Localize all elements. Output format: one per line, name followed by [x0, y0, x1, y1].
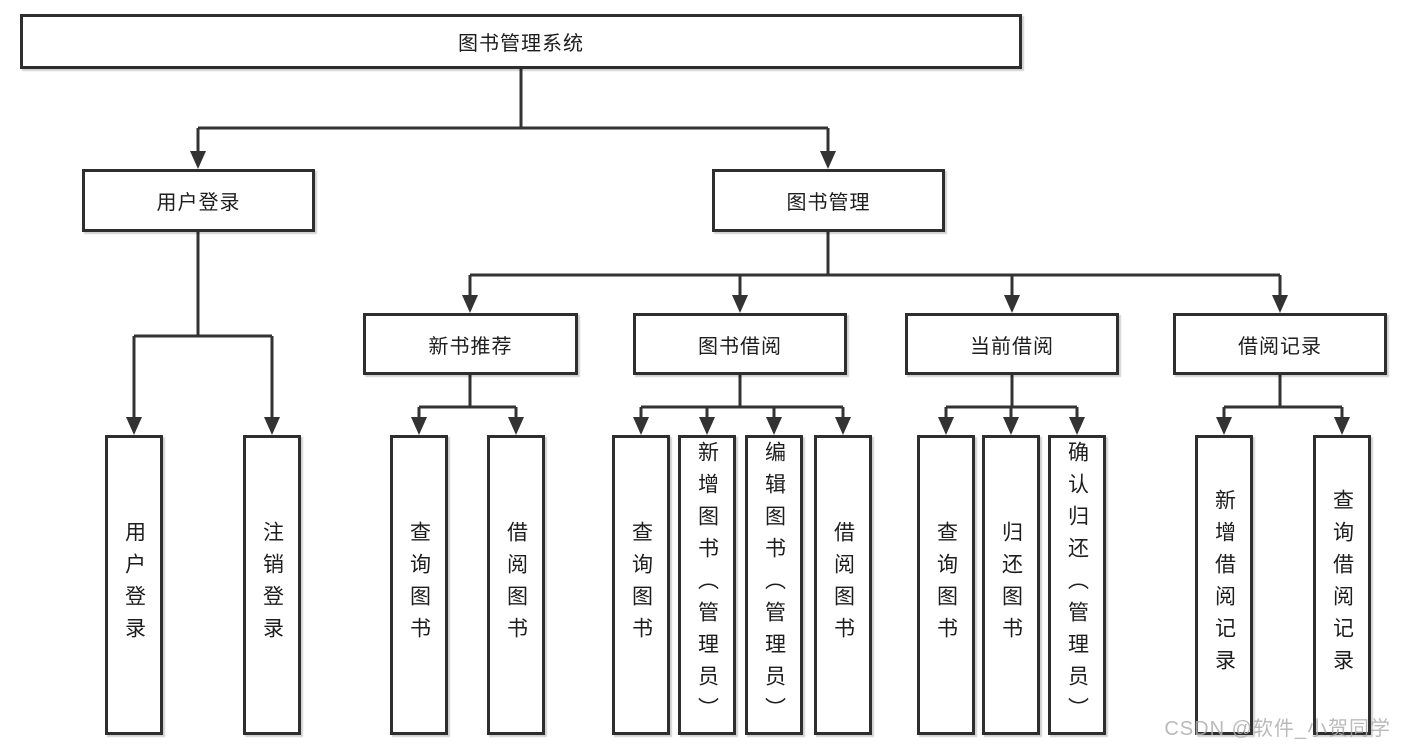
leaf-borrow-books-recommend: 借阅图书: [487, 435, 545, 735]
leaf-return-books: 归还图书: [982, 435, 1040, 735]
leaf-borrow-books: 借阅图书: [814, 435, 872, 735]
leaf-label: 查询图书: [629, 521, 653, 649]
leaf-query-books-borrow: 查询图书: [612, 435, 670, 735]
leaf-confirm-return-admin: 确认归还（管理员）: [1048, 435, 1106, 735]
leaf-label: 用户登录: [122, 521, 146, 649]
node-book-management: 图书管理: [712, 169, 945, 232]
leaf-add-books-admin: 新增图书（管理员）: [678, 435, 736, 735]
leaf-add-borrow-record: 新增借阅记录: [1195, 435, 1253, 735]
leaf-label: 确认归还（管理员）: [1065, 441, 1089, 729]
node-borrow-records: 借阅记录: [1173, 313, 1387, 375]
leaf-label: 编辑图书（管理员）: [762, 441, 786, 729]
leaf-label: 查询图书: [934, 521, 958, 649]
leaf-user-login: 用户登录: [105, 435, 163, 735]
node-user-login: 用户登录: [82, 169, 315, 232]
node-current-borrowing: 当前借阅: [905, 313, 1119, 375]
leaf-edit-books-admin: 编辑图书（管理员）: [745, 435, 803, 735]
leaf-label: 新增图书（管理员）: [695, 441, 719, 729]
node-book-borrowing: 图书借阅: [633, 313, 847, 375]
leaf-label: 注销登录: [260, 521, 284, 649]
node-new-book-recommend: 新书推荐: [363, 313, 578, 375]
leaf-label: 借阅图书: [504, 521, 528, 649]
leaf-query-books-recommend: 查询图书: [390, 435, 448, 735]
leaf-logout: 注销登录: [243, 435, 301, 735]
leaf-query-borrow-record: 查询借阅记录: [1313, 435, 1371, 735]
leaf-label: 查询图书: [407, 521, 431, 649]
csdn-watermark: CSDN @软件_小贺同学: [1164, 718, 1391, 740]
node-root: 图书管理系统: [20, 14, 1022, 69]
leaf-label: 归还图书: [999, 521, 1023, 649]
leaf-label: 新增借阅记录: [1212, 489, 1236, 681]
leaf-query-books-current: 查询图书: [917, 435, 975, 735]
arrowheads: [126, 151, 1350, 435]
leaf-label: 查询借阅记录: [1330, 489, 1354, 681]
leaf-label: 借阅图书: [831, 521, 855, 649]
